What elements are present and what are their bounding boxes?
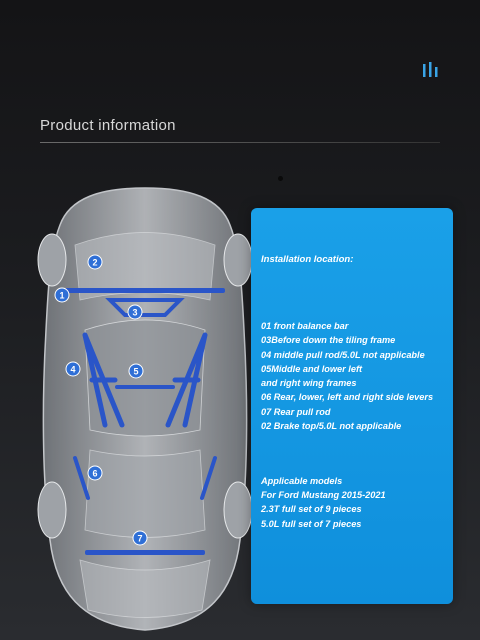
marker-4-label: 4 <box>70 365 75 375</box>
info-panel: Installation location: 01 front balance … <box>251 208 453 604</box>
marker-3 <box>127 304 143 320</box>
marker-1-label: 1 <box>59 291 64 301</box>
parts-list-item: 01 front balance bar <box>261 321 349 331</box>
marker-2-label: 2 <box>92 258 97 268</box>
models-list-item: 5.0L full set of 7 pieces <box>261 518 362 529</box>
car-illustration: 1 2 3 4 5 6 7 <box>30 180 260 640</box>
brand-logo-icon <box>423 62 445 78</box>
models-list-item: For Ford Mustang 2015-2021 <box>261 490 386 500</box>
parts-list-item: 06 Rear, lower, left and right side leve… <box>261 392 434 403</box>
marker-1 <box>54 287 70 303</box>
marker-3-label: 3 <box>132 308 137 318</box>
marker-5 <box>128 363 144 379</box>
decorative-dot <box>278 176 283 181</box>
marker-4 <box>65 361 81 377</box>
marker-7-label: 7 <box>137 534 142 544</box>
parts-list-item: 04 middle pull rod/5.0L not applicable <box>261 349 425 360</box>
marker-6-label: 6 <box>92 469 97 479</box>
parts-list-item: 02 Brake top/5.0L not applicable <box>261 421 402 432</box>
marker-7 <box>132 530 148 546</box>
parts-list-item: 05Middle and lower left <box>261 363 363 374</box>
applicable-models-heading: Applicable models <box>261 476 343 486</box>
title-divider <box>40 142 440 143</box>
marker-6 <box>87 465 103 481</box>
models-list: For Ford Mustang 2015-2021 2.3T full set… <box>261 488 386 531</box>
parts-list: 01 front balance bar 03Before down the t… <box>261 319 433 433</box>
models-list-item: 2.3T full set of 9 pieces <box>261 504 362 515</box>
installation-location-heading: Installation location: <box>261 254 354 265</box>
parts-list-item: 03Before down the tiling frame <box>261 335 396 346</box>
marker-5-label: 5 <box>133 367 138 377</box>
section-title: Product information <box>40 117 176 134</box>
parts-list-item: 07 Rear pull rod <box>261 406 331 417</box>
marker-2 <box>87 254 103 270</box>
parts-list-item: and right wing frames <box>261 378 357 389</box>
